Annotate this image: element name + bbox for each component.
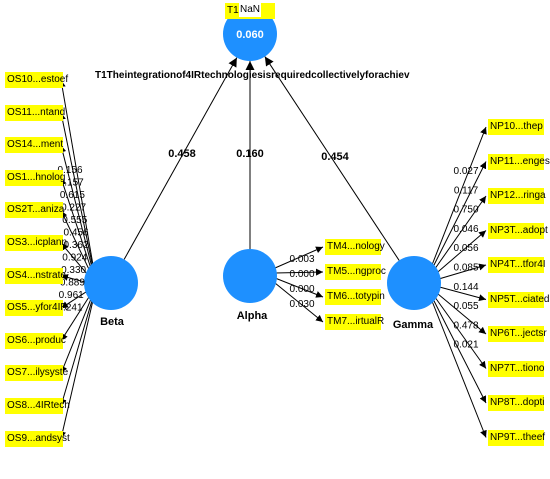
alpha-indicator-3[interactable]: TM6...totypin — [325, 289, 385, 305]
alpha-weight-2: 0.000 — [289, 269, 314, 280]
alpha-indicator-2[interactable]: TM5...ngproc — [325, 264, 386, 280]
beta-weight-1: 0.156 — [57, 165, 82, 176]
gamma-weight-9: 0.478 — [453, 320, 478, 331]
gamma-loading-line-5 — [431, 263, 487, 282]
beta-weight-10: 0.889 — [60, 278, 85, 289]
beta-weight-12: 0.241 — [57, 303, 82, 314]
gamma-indicator-3[interactable]: NP12...ringa — [488, 188, 546, 204]
beta-loading-line-2 — [58, 112, 94, 269]
gamma-weight-5: 0.056 — [453, 243, 478, 254]
target-construct-node[interactable] — [223, 7, 277, 61]
beta-weight-6: 0.456 — [63, 228, 88, 239]
beta-weight-3: 0.615 — [60, 190, 85, 201]
beta-weight-7: 0.362 — [63, 240, 88, 251]
beta-indicator-3[interactable]: OS14...ment — [5, 137, 63, 154]
gamma-construct-label: Gamma — [393, 319, 434, 331]
path-gamma-to-target — [264, 56, 400, 261]
gamma-weight-1: 0.027 — [453, 166, 478, 177]
gamma-indicator-1[interactable]: NP10...thep — [488, 119, 544, 135]
beta-construct-node[interactable] — [84, 256, 138, 310]
gamma-loading-line-1 — [431, 126, 487, 266]
alpha-construct-label: Alpha — [237, 310, 268, 322]
gamma-indicator-6[interactable]: NP5T...ciated — [488, 291, 549, 308]
path-coef-gamma: 0.454 — [321, 151, 349, 163]
beta-weight-8: 0.924 — [62, 253, 87, 264]
beta-weight-11: 0.961 — [59, 290, 84, 301]
alpha-loading-line-2 — [274, 268, 324, 276]
gamma-loading-line-8 — [431, 292, 487, 369]
beta-weight-4: 0.227 — [61, 203, 86, 214]
gamma-loading-line-9 — [431, 296, 487, 404]
gamma-loading-line-4 — [431, 230, 487, 278]
alpha-loading-line-3 — [274, 277, 324, 298]
gamma-indicator-5[interactable]: NP4T...tfor4I — [488, 257, 546, 273]
alpha-weight-4: 0.030 — [289, 299, 314, 310]
gamma-indicator-9[interactable]: NP8T...dopti — [488, 395, 544, 411]
gamma-loading-line-7 — [431, 288, 487, 335]
beta-loading-line-10 — [60, 293, 94, 374]
beta-indicator-4[interactable]: OS1...hnolog — [5, 169, 65, 186]
beta-loading-line-11 — [59, 296, 94, 407]
beta-indicator-9[interactable]: OS6...produc — [5, 332, 66, 349]
alpha-indicator-4[interactable]: TM7...irtualR — [325, 314, 384, 330]
beta-weight-5: 0.555 — [62, 215, 87, 226]
alpha-weight-1: 0.003 — [289, 254, 314, 265]
gamma-indicator-7[interactable]: NP6T...jectsr — [488, 326, 547, 342]
alpha-loading-line-4 — [274, 282, 324, 323]
gamma-loading-line-10 — [431, 300, 487, 438]
beta-indicator-8[interactable]: OS5...yfor4IR — [5, 300, 68, 317]
target-construct-title: T1Theintegrationof4IRtechnologiesisrequi… — [95, 70, 410, 81]
gamma-indicator-8[interactable]: NP7T...tiono — [488, 360, 544, 377]
gamma-indicator-4[interactable]: NP3T...adopt — [488, 222, 548, 239]
beta-indicator-10[interactable]: OS7...ilysyste — [5, 365, 68, 382]
gamma-loading-line-6 — [431, 284, 487, 302]
gamma-weight-8: 0.055 — [453, 301, 478, 312]
gamma-loading-line-2 — [431, 161, 487, 270]
beta-weight-2: 0.157 — [59, 178, 84, 189]
gamma-loading-line-3 — [431, 195, 487, 274]
beta-indicator-11[interactable]: OS8...4IRtech — [5, 398, 70, 414]
alpha-indicator-1[interactable]: TM4...nology — [325, 239, 385, 255]
gamma-weight-3: 0.750 — [453, 205, 478, 216]
gamma-weight-7: 0.144 — [453, 282, 478, 293]
beta-loading-line-1 — [58, 79, 94, 266]
gamma-weight-6: 0.085 — [453, 263, 478, 274]
alpha-weight-3: 0.000 — [289, 284, 314, 295]
beta-loading-line-9 — [60, 290, 94, 342]
beta-loading-line-5 — [60, 210, 94, 279]
target-r-squared: 0.060 — [236, 29, 264, 41]
beta-indicator-6[interactable]: OS3...icplann — [5, 235, 67, 251]
beta-loading-line-3 — [59, 145, 94, 272]
nan-label: NaN — [239, 3, 261, 17]
beta-weight-9: 0.330 — [61, 265, 86, 276]
beta-indicator-1[interactable]: OS10...estoef — [5, 72, 68, 88]
beta-construct-label: Beta — [100, 316, 125, 328]
beta-indicator-12[interactable]: OS9...andsyst — [5, 430, 70, 447]
beta-loading-line-4 — [59, 177, 94, 275]
gamma-weight-10: 0.021 — [453, 340, 478, 351]
beta-indicator-7[interactable]: OS4...nstrate — [5, 267, 66, 284]
path-coef-alpha: 0.160 — [236, 148, 264, 160]
beta-indicator-5[interactable]: OS2T...aniza — [5, 202, 64, 219]
alpha-loading-line-1 — [274, 246, 324, 269]
gamma-weight-2: 0.117 — [454, 185, 479, 196]
gamma-weight-4: 0.046 — [453, 224, 478, 235]
path-beta-to-target — [123, 57, 238, 260]
gamma-indicator-10[interactable]: NP9T...theef — [488, 429, 545, 446]
beta-indicator-2[interactable]: OS11...ntand — [5, 104, 65, 121]
beta-loading-line-12 — [59, 300, 94, 439]
path-coef-beta: 0.458 — [168, 148, 196, 160]
alpha-construct-node[interactable] — [223, 249, 277, 303]
gamma-indicator-2[interactable]: NP11...enges — [488, 153, 550, 170]
gamma-construct-node[interactable] — [387, 256, 441, 310]
